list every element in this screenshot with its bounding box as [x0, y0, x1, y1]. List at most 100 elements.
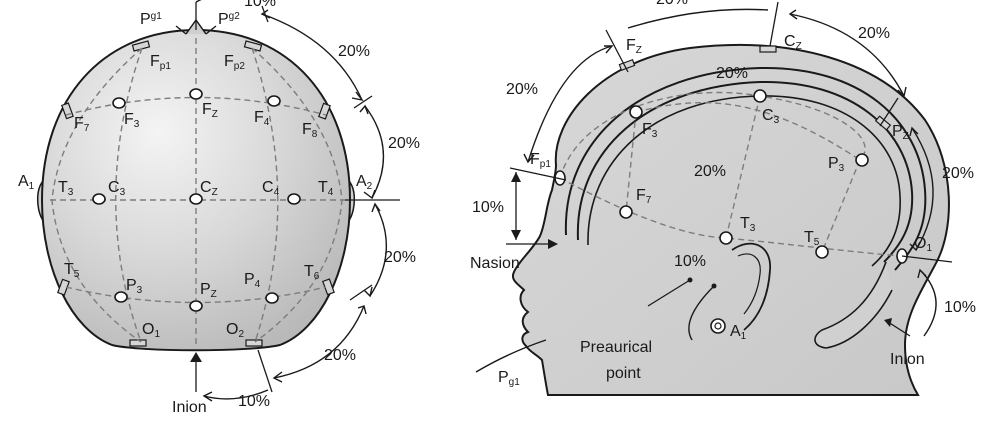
- label-t6: T6: [304, 263, 320, 282]
- side-c-column-grid: [725, 95, 761, 239]
- electrode-c3-side: [753, 89, 767, 103]
- side-p-column-grid: [821, 159, 861, 253]
- skull-inner-band: [576, 80, 914, 263]
- label-p4: P4: [244, 271, 261, 290]
- label-o2: O2: [226, 321, 244, 340]
- electrode-f3-side: [629, 105, 643, 119]
- label-pz: PZ: [200, 281, 217, 300]
- side-percent-inion: 10%: [944, 299, 976, 316]
- side-arc-top-right: [789, 13, 905, 97]
- preaurical-pointer-b: [688, 285, 715, 341]
- preaurical-pointer-a: [647, 279, 691, 307]
- top-percent-lower-right: 20%: [324, 347, 356, 364]
- side-f-column-grid: [625, 111, 637, 213]
- side-label-cz: CZ: [784, 33, 802, 52]
- side-percent-front: 20%: [506, 81, 538, 98]
- side-parasagittal-grid: [635, 102, 861, 161]
- side-label-f3: F3: [642, 121, 658, 140]
- side-percent-back: 20%: [942, 165, 974, 182]
- top-view-labels: Pg1 Pg2 Fp1 Fp2 F7 F3 FZ F4 F8 A1 T3 C3 …: [18, 0, 420, 416]
- side-arc-back: [911, 127, 934, 251]
- neck-shape: [814, 261, 893, 349]
- top-percent-bottom: 10%: [238, 393, 270, 410]
- left-arc-grid: [115, 47, 143, 343]
- side-percent-ear: 10%: [674, 253, 706, 270]
- top-percent-top: 10%: [244, 0, 276, 10]
- arc-top-right: [261, 13, 363, 101]
- electrode-f3: [112, 97, 126, 109]
- preaurical-label-line1: Preaurical: [580, 339, 652, 356]
- side-label-c3: C3: [762, 107, 780, 126]
- label-cz: CZ: [200, 179, 218, 198]
- side-view-labels: FZ CZ PZ F3 C3 P3 Fp1 F7 T3 T5 O1 A1 Pg1…: [470, 0, 976, 388]
- side-percent-center: 20%: [694, 163, 726, 180]
- side-percent-top-right: 20%: [858, 25, 890, 42]
- pg1-pointer: [475, 339, 547, 373]
- side-label-fp1: Fp1: [530, 151, 551, 170]
- top-percent-upper-right: 20%: [338, 43, 370, 60]
- electrode-c4: [287, 193, 301, 205]
- side-electrodes: [554, 89, 908, 264]
- arc-bottom-right: [273, 305, 365, 379]
- electrode-p4: [265, 292, 279, 304]
- label-fp2: Fp2: [224, 53, 245, 72]
- label-fp1: Fp1: [150, 53, 171, 72]
- brain-outline: [587, 95, 901, 267]
- side-label-fz: FZ: [626, 37, 642, 56]
- electrode-t3-side: [719, 231, 733, 245]
- inion-side-arrow: [887, 321, 911, 337]
- label-f7: F7: [74, 115, 90, 134]
- side-arc-front: [527, 45, 613, 163]
- top-inion-label: Inion: [172, 399, 207, 416]
- side-arc-top-left: [627, 8, 769, 29]
- electrode-p3-side: [855, 153, 869, 167]
- label-p3: P3: [126, 277, 143, 296]
- electrode-c3: [92, 193, 106, 205]
- preaurical-label-line2: point: [606, 365, 641, 382]
- label-t4: T4: [318, 179, 334, 198]
- arc-bottom: [203, 389, 269, 400]
- side-percent-crown: 20%: [716, 65, 748, 82]
- side-label-pg1: Pg1: [498, 369, 520, 388]
- label-fz: FZ: [202, 101, 218, 120]
- label-f8: F8: [302, 121, 318, 140]
- electrode-t5-side: [815, 245, 829, 259]
- outer-ring-grid: [51, 47, 143, 343]
- side-label-t5: T5: [804, 229, 820, 248]
- label-c3: C3: [108, 179, 126, 198]
- side-view-measurements: [475, 1, 953, 373]
- side-temporal-grid: [559, 177, 903, 257]
- label-a2: A2: [356, 173, 373, 192]
- label-f4: F4: [254, 109, 270, 128]
- outer-ring-grid-right: [251, 47, 343, 343]
- side-percent-nasion: 10%: [472, 199, 504, 216]
- label-t3: T3: [58, 179, 74, 198]
- electrode-cz: [189, 193, 203, 205]
- side-label-p3: P3: [828, 155, 845, 174]
- top-percent-right-lower: 20%: [384, 249, 416, 266]
- side-label-o1: O1: [914, 235, 932, 254]
- label-pg2: Pg2: [218, 11, 240, 28]
- top-view-measurements: [175, 0, 400, 402]
- electrode-f7-side: [619, 205, 633, 219]
- top-percent-right-upper: 20%: [388, 135, 420, 152]
- label-o1: O1: [142, 321, 160, 340]
- side-view-head: [512, 44, 950, 396]
- electrode-p3: [114, 291, 128, 303]
- arc-right-upper: [364, 105, 385, 199]
- label-f3: F3: [124, 111, 140, 130]
- top-view-head: [36, 18, 356, 352]
- side-label-f7: F7: [636, 187, 652, 206]
- label-t5: T5: [64, 261, 80, 280]
- side-ear: [731, 242, 771, 331]
- electrode-f4: [267, 95, 281, 107]
- edge-tabs: [57, 40, 335, 347]
- label-a1: A1: [18, 173, 35, 192]
- side-label-a1: A1: [730, 323, 747, 342]
- side-midline-grid: [559, 91, 866, 179]
- electrode-fz: [189, 88, 203, 100]
- side-label-pz: PZ: [892, 123, 909, 142]
- side-inion-label: Inion: [890, 351, 925, 368]
